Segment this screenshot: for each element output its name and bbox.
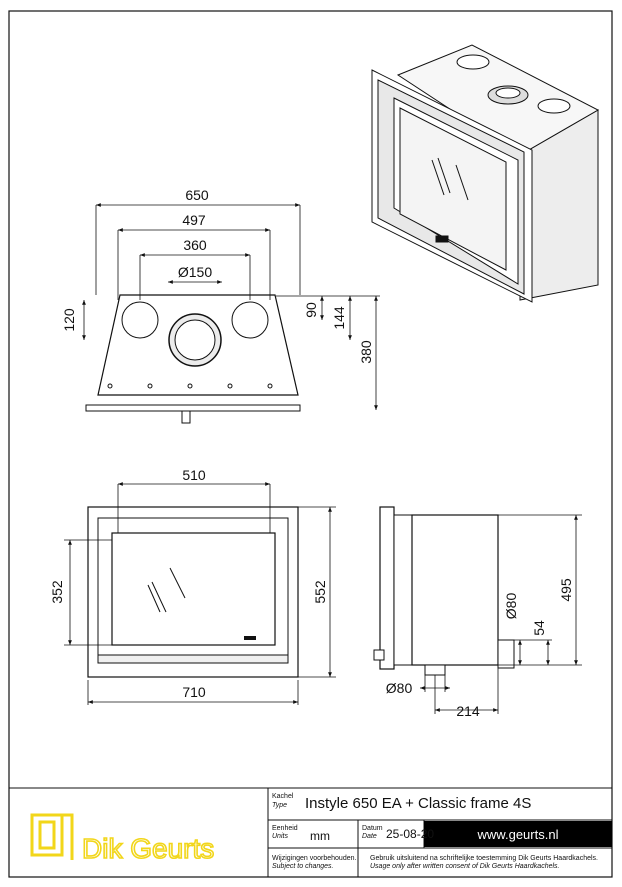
logo-text: Dik Geurts xyxy=(82,833,214,864)
dim-352: 352 xyxy=(49,580,65,604)
dim-120: 120 xyxy=(61,308,77,332)
dim-497: 497 xyxy=(182,212,206,228)
dim-510: 510 xyxy=(182,467,206,483)
dim-495: 495 xyxy=(558,578,574,602)
dim-dia150: Ø150 xyxy=(178,264,212,280)
dim-144: 144 xyxy=(331,306,347,330)
dim-710: 710 xyxy=(182,684,206,700)
dim-360: 360 xyxy=(183,237,207,253)
website-link[interactable]: www.geurts.nl xyxy=(477,827,559,842)
dik-geurts-logo xyxy=(30,813,74,860)
front-view: 510 352 552 710 xyxy=(49,467,336,705)
dim-54: 54 xyxy=(531,620,547,636)
dim-380: 380 xyxy=(358,340,374,364)
dim-552: 552 xyxy=(312,580,328,604)
dim-214: 214 xyxy=(456,703,480,719)
dim-dia80-side: Ø80 xyxy=(503,593,519,620)
dim-650: 650 xyxy=(185,187,209,203)
changes-en: Subject to changes. xyxy=(272,863,334,870)
type-label-nl: Kachel xyxy=(272,793,294,800)
date-label-en: Date xyxy=(362,833,377,840)
type-label-en: Type xyxy=(272,802,287,809)
date-value: 25-08-20 xyxy=(386,827,434,841)
units-value: mm xyxy=(310,829,330,843)
dim-90: 90 xyxy=(303,302,319,318)
units-label-nl: Eenheid xyxy=(272,825,298,832)
changes-nl: Wijzigingen voorbehouden. xyxy=(272,855,356,862)
side-view: 495 Ø80 54 Ø80 214 xyxy=(373,506,582,719)
units-label-en: Units xyxy=(272,833,288,840)
date-label-nl: Datum xyxy=(362,825,383,832)
dim-dia80-bottom: Ø80 xyxy=(386,680,413,696)
consent-en: Usage only after written consent of Dik … xyxy=(370,863,560,870)
consent-nl: Gebruik uitsluitend na schriftelijke toe… xyxy=(370,855,598,862)
website-box xyxy=(424,821,612,847)
isometric-view xyxy=(371,44,600,303)
front-top-view: 650 497 360 Ø150 120 90 144 380 xyxy=(61,187,380,424)
type-value: Instyle 650 EA + Classic frame 4S xyxy=(305,795,531,812)
